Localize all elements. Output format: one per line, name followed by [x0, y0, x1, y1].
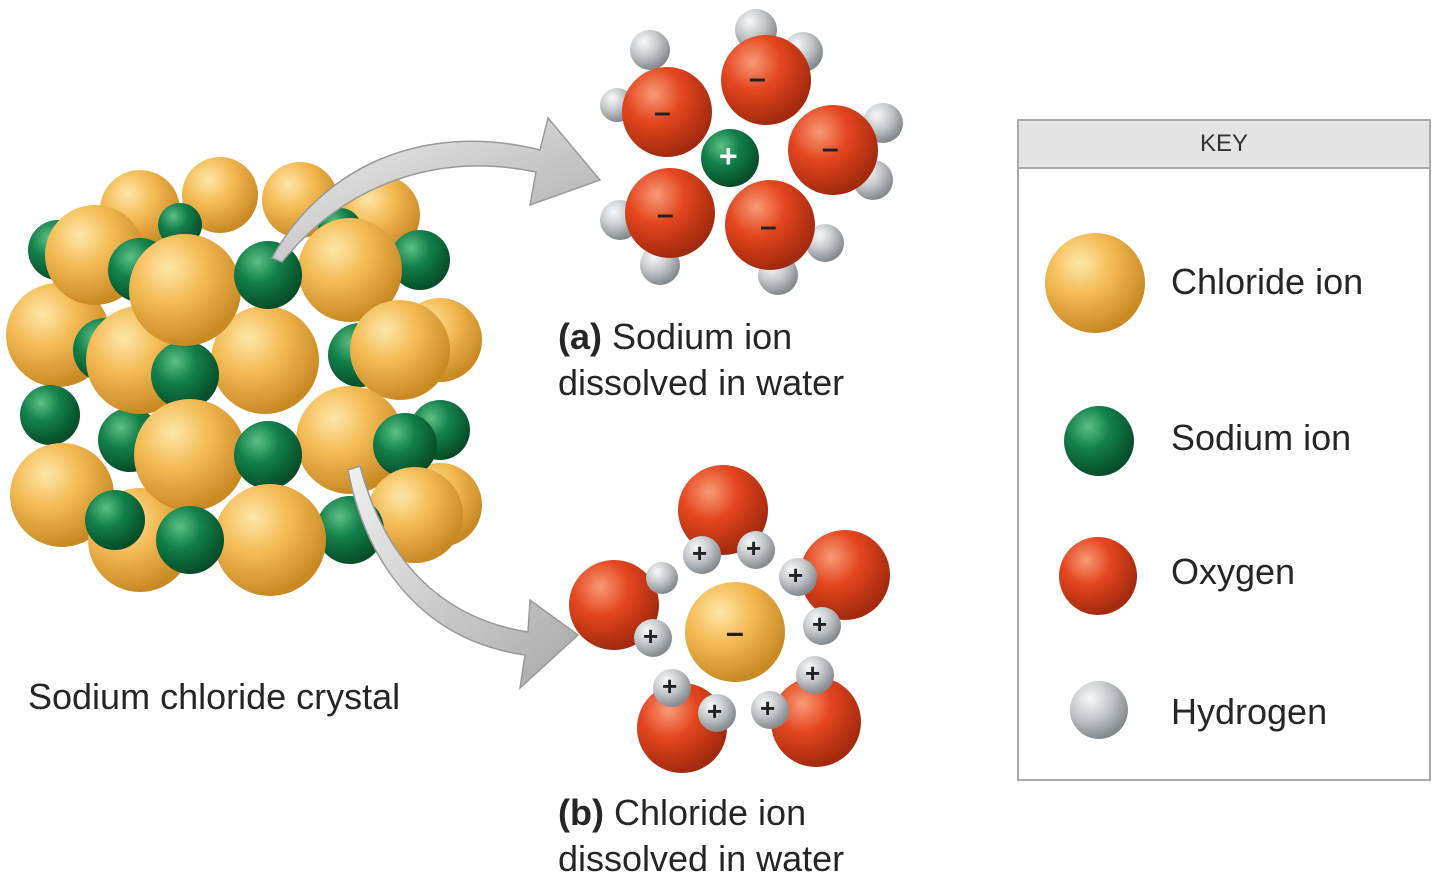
- sodium-caption: (a) Sodium ion dissolved in water: [558, 314, 844, 406]
- crystal-caption: Sodium chloride crystal: [28, 676, 401, 717]
- arrow-to-chloride: [347, 465, 580, 690]
- chloride-caption: (b) Chloride ion dissolved in water: [558, 790, 844, 882]
- caption-b-line2: dissolved in water: [558, 838, 845, 879]
- oxygen-swatch: [1059, 537, 1137, 615]
- sodium-ion-swatch: [1064, 406, 1134, 476]
- hydrated-sodium-cluster: [600, 9, 903, 295]
- sodium-chloride-crystal: [6, 157, 482, 596]
- caption-a-line1: Sodium ion: [612, 316, 793, 357]
- crystal-middle: [86, 218, 463, 596]
- key-legend: KEY Chloride ion Sodium ion Oxygen Hydro…: [1017, 119, 1431, 781]
- caption-a-line2: dissolved in water: [558, 362, 845, 403]
- hydrated-chloride-cluster: [569, 465, 890, 773]
- arrow-to-sodium: [270, 116, 602, 263]
- hydrogen-swatch: [1070, 681, 1128, 739]
- key-label-hydrogen: Hydrogen: [1171, 691, 1328, 732]
- caption-b-line1: Chloride ion: [613, 792, 807, 833]
- key-label-oxygen: Oxygen: [1171, 551, 1296, 592]
- key-label-chloride: Chloride ion: [1171, 261, 1364, 302]
- caption-tag-b: (b): [558, 792, 604, 833]
- key-label-sodium: Sodium ion: [1171, 417, 1352, 458]
- chloride-ion-swatch: [1045, 233, 1145, 333]
- caption-tag-a: (a): [558, 316, 602, 357]
- key-title: KEY: [1019, 121, 1429, 169]
